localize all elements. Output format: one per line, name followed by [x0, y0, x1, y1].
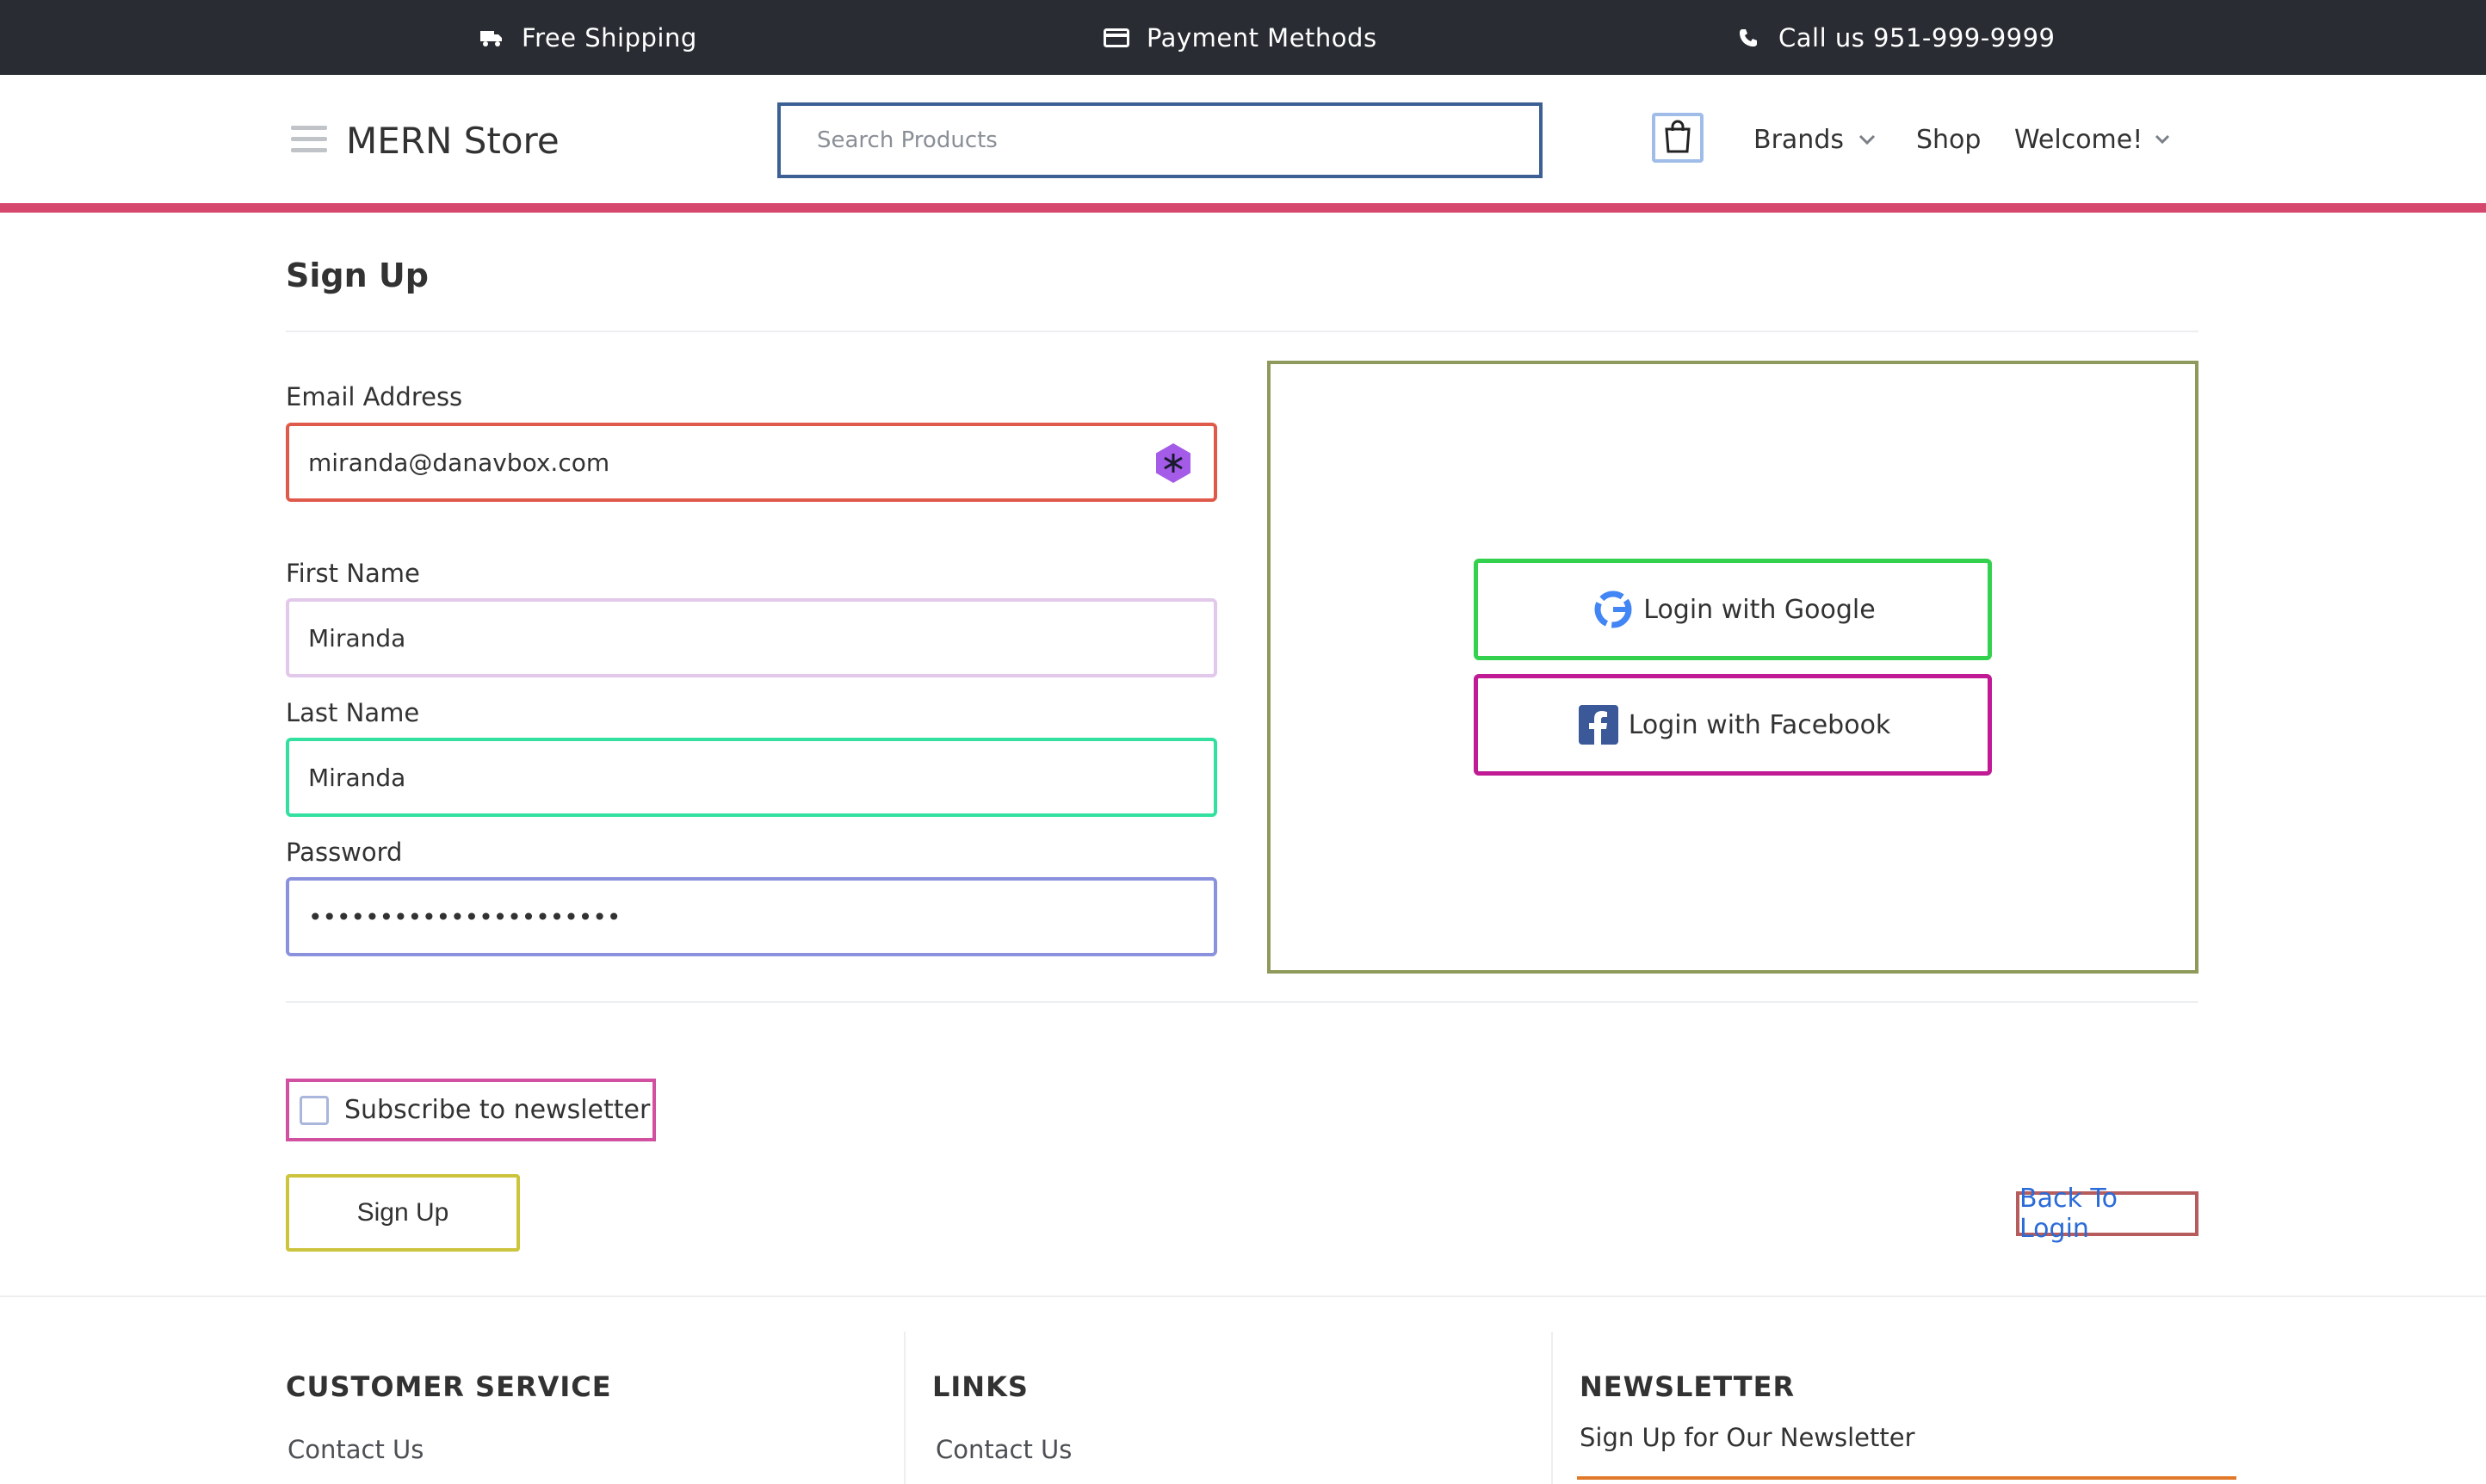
search-box [777, 102, 1543, 178]
truck-icon [479, 25, 504, 51]
password-manager-icon[interactable] [1152, 442, 1195, 485]
phone-icon [1735, 25, 1761, 51]
call-us-text: Call us 951-999-9999 [1778, 22, 2056, 53]
email-label: Email Address [286, 382, 463, 411]
payment-methods-item: Payment Methods [1104, 0, 1377, 75]
payment-methods-text: Payment Methods [1147, 22, 1377, 53]
site-footer: CUSTOMER SERVICE Contact Us LINKS Contac… [0, 1295, 2486, 1484]
cart-button[interactable] [1652, 113, 1704, 163]
newsletter-checkbox-row[interactable]: Subscribe to newsletter [286, 1079, 656, 1141]
footer-column-divider [904, 1332, 906, 1484]
customer-service-heading: CUSTOMER SERVICE [286, 1370, 612, 1403]
links-heading: LINKS [932, 1370, 1029, 1403]
password-label: Password [286, 838, 403, 867]
page-title: Sign Up [286, 257, 429, 294]
email-field-wrapper [286, 423, 1217, 502]
password-field[interactable] [289, 881, 1214, 953]
password-field-wrapper [286, 877, 1217, 956]
footer-links-contact-us-link[interactable]: Contact Us [936, 1435, 1073, 1464]
search-input[interactable] [781, 106, 1539, 175]
footer-contact-us-link[interactable]: Contact Us [288, 1435, 424, 1464]
chevron-down-icon [1856, 128, 1878, 151]
facebook-login-button[interactable]: Login with Facebook [1474, 674, 1992, 776]
first-name-field-wrapper [286, 598, 1217, 677]
last-name-field-wrapper [286, 738, 1217, 817]
footer-column-divider [1551, 1332, 1553, 1484]
title-divider [286, 331, 2198, 332]
free-shipping-item: Free Shipping [479, 0, 697, 75]
last-name-label: Last Name [286, 698, 420, 727]
form-divider [286, 1001, 2198, 1003]
brands-dropdown[interactable]: Brands [1738, 117, 1894, 162]
account-dropdown[interactable]: Welcome! [1999, 117, 2187, 162]
newsletter-heading: NEWSLETTER [1580, 1370, 1796, 1403]
back-to-login-link[interactable]: Back To Login [2016, 1184, 2198, 1244]
brands-label: Brands [1753, 124, 1844, 155]
credit-card-icon [1104, 25, 1129, 51]
google-login-label: Login with Google [1643, 594, 1876, 625]
call-us-item: Call us 951-999-9999 [1735, 0, 2056, 75]
facebook-login-label: Login with Facebook [1628, 709, 1891, 740]
newsletter-subtext: Sign Up for Our Newsletter [1580, 1423, 1915, 1452]
google-login-button[interactable]: Login with Google [1474, 559, 1992, 660]
shop-label: Shop [1916, 124, 1982, 155]
facebook-icon [1575, 702, 1622, 748]
google-icon [1590, 586, 1636, 633]
top-info-bar: Free Shipping Payment Methods Call us 95… [0, 0, 2486, 75]
first-name-label: First Name [286, 559, 420, 588]
chevron-down-icon [2153, 128, 2172, 151]
header-accent-divider [0, 203, 2486, 213]
hamburger-menu-icon[interactable] [286, 112, 337, 165]
email-field[interactable] [289, 426, 1214, 498]
newsletter-checkbox-label: Subscribe to newsletter [344, 1095, 651, 1125]
free-shipping-text: Free Shipping [522, 22, 697, 53]
newsletter-checkbox[interactable] [300, 1095, 329, 1125]
sign-up-button[interactable]: Sign Up [286, 1174, 520, 1252]
first-name-field[interactable] [289, 602, 1214, 674]
last-name-field[interactable] [289, 741, 1214, 813]
shopping-bag-icon [1663, 119, 1692, 157]
newsletter-email-input[interactable] [1577, 1476, 2236, 1484]
welcome-label: Welcome! [2014, 124, 2143, 155]
social-login-panel [1267, 361, 2198, 974]
store-logo[interactable]: MERN Store [346, 119, 560, 162]
site-header: MERN Store Brands Shop Welcome! [0, 75, 2486, 207]
shop-link[interactable]: Shop [1901, 117, 1996, 162]
